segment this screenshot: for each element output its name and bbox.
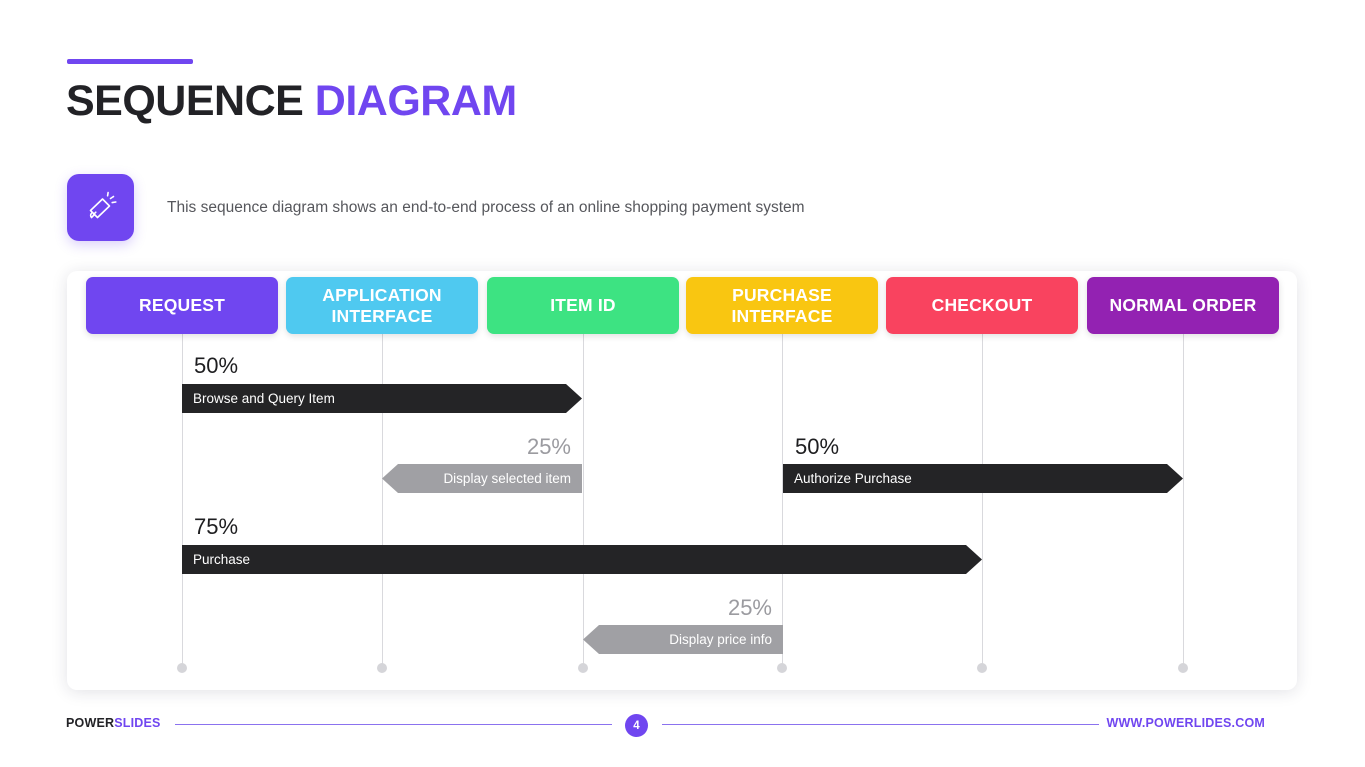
actor-header-item-id[interactable]: ITEM ID xyxy=(487,277,679,334)
actor-label: APPLICATION INTERFACE xyxy=(322,284,442,326)
actor-label: CHECKOUT xyxy=(931,295,1033,315)
page-title-accent: DIAGRAM xyxy=(314,77,517,125)
actor-header-request[interactable]: REQUEST xyxy=(86,277,278,334)
actor-label: REQUEST xyxy=(139,295,225,315)
actor-label: NORMAL ORDER xyxy=(1109,295,1257,315)
footer: POWERSLIDES 4 WWW.POWERLIDES.COM xyxy=(0,712,1365,742)
megaphone-icon xyxy=(67,174,134,241)
brand-accent: SLIDES xyxy=(114,716,161,730)
page-number-badge: 4 xyxy=(625,714,648,737)
actor-label: ITEM ID xyxy=(550,295,616,315)
actor-label: PURCHASE INTERFACE xyxy=(731,284,833,326)
footer-divider-left xyxy=(175,724,612,725)
actor-header-row: REQUEST APPLICATION INTERFACE ITEM ID PURCH… xyxy=(0,277,1365,334)
actor-header-purchase-interface[interactable]: PURCHASE INTERFACE xyxy=(686,277,878,334)
brand-logo: POWERSLIDES xyxy=(66,716,161,730)
page-title: SEQUENCE DIAGRAM xyxy=(66,74,517,128)
page-title-primary: SEQUENCE xyxy=(66,77,315,125)
actor-header-application-interface[interactable]: APPLICATION INTERFACE xyxy=(286,277,478,334)
subtitle-text: This sequence diagram shows an end-to-en… xyxy=(167,198,805,216)
actor-header-checkout[interactable]: CHECKOUT xyxy=(886,277,1078,334)
footer-divider-right xyxy=(662,724,1099,725)
actor-header-normal-order[interactable]: NORMAL ORDER xyxy=(1087,277,1279,334)
subtitle-row: This sequence diagram shows an end-to-en… xyxy=(67,174,805,241)
brand-primary: POWER xyxy=(66,716,115,730)
title-accent-rule xyxy=(67,59,193,64)
website-url[interactable]: WWW.POWERLIDES.COM xyxy=(1106,716,1265,730)
